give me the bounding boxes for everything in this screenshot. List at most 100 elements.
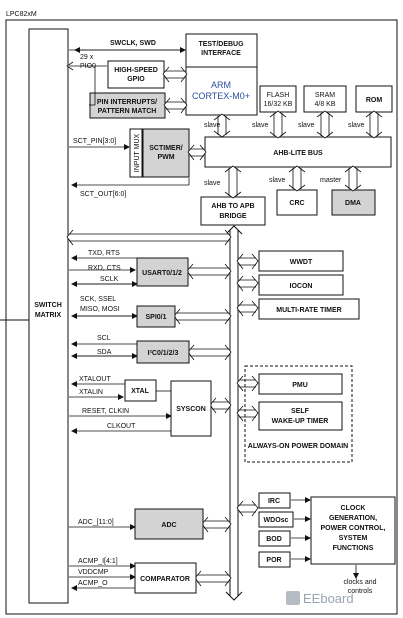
arm-label: ARM bbox=[211, 80, 231, 90]
vddcmp-label: VDDCMP bbox=[78, 569, 109, 576]
slave-label-crc: slave bbox=[269, 177, 285, 184]
switch-matrix-label-2: MATRIX bbox=[35, 312, 62, 319]
spi-label: SPI0/1 bbox=[145, 314, 166, 321]
irc-label: IRC bbox=[268, 498, 280, 505]
clocks-label-1: clocks and bbox=[343, 579, 376, 586]
cortex-label: CORTEX-M0+ bbox=[192, 91, 250, 101]
apb-bridge-block bbox=[200, 196, 266, 226]
always-on-domain bbox=[244, 365, 353, 463]
watermark-text: EEboard bbox=[303, 591, 354, 606]
swclk-label: SWCLK, SWD bbox=[110, 40, 156, 47]
usart-label: USART0/1/2 bbox=[142, 270, 182, 277]
gpio-block bbox=[107, 60, 165, 89]
dma-block bbox=[331, 189, 376, 216]
flash-label: FLASH bbox=[267, 92, 290, 99]
pio0-label-1: 29 x bbox=[80, 54, 94, 61]
flash-block bbox=[259, 85, 297, 113]
i2c-label: I²C0/1/2/3 bbox=[148, 350, 179, 357]
apb-bridge-label-1: AHB TO APB bbox=[211, 203, 254, 210]
self-wakeup-label-2: WAKE-UP TIMER bbox=[272, 418, 329, 425]
clock-gen-label-5: FUNCTIONS bbox=[333, 545, 374, 552]
self-wakeup-block bbox=[258, 401, 343, 431]
irc-block bbox=[258, 492, 291, 509]
slave-label-arm: slave bbox=[204, 122, 220, 129]
miso-label: MISO, MOSI bbox=[80, 306, 120, 313]
syscon-label: SYSCON bbox=[176, 406, 206, 413]
wdosc-label: WDOsc bbox=[264, 517, 289, 524]
syscon-block bbox=[170, 380, 212, 437]
usart-block bbox=[136, 257, 189, 287]
xtal-block bbox=[124, 379, 157, 402]
rom-label: ROM bbox=[366, 97, 383, 104]
switch-matrix-block bbox=[28, 28, 69, 604]
xtal-label: XTAL bbox=[131, 388, 149, 395]
test-debug-label-2: INTERFACE bbox=[201, 50, 241, 57]
mrt-label: MULTI-RATE TIMER bbox=[276, 307, 341, 314]
por-block bbox=[258, 551, 291, 568]
crc-label: CRC bbox=[289, 200, 304, 207]
adc-label: ADC bbox=[161, 522, 176, 529]
sct-out-label: SCT_OUT[6:0] bbox=[80, 191, 126, 198]
xtalin-label: XTALIN bbox=[79, 389, 103, 396]
gpio-label-2: GPIO bbox=[127, 76, 145, 83]
sram-block bbox=[303, 85, 347, 113]
crc-block bbox=[276, 189, 318, 216]
slave-label-bridge: slave bbox=[204, 180, 220, 187]
chip-title: LPC82xM bbox=[6, 11, 37, 18]
comparator-block bbox=[134, 562, 197, 594]
flash-size: 16/32 KB bbox=[264, 101, 293, 108]
sram-label: SRAM bbox=[315, 92, 335, 99]
slave-label-sram: slave bbox=[298, 122, 314, 129]
pmu-label: PMU bbox=[292, 382, 308, 389]
spi-block bbox=[136, 305, 176, 328]
clock-gen-block bbox=[310, 496, 396, 565]
por-label: POR bbox=[266, 557, 281, 564]
xtalout-label: XTALOUT bbox=[79, 376, 111, 383]
watermark-logo-icon bbox=[286, 591, 300, 605]
wwdt-block bbox=[258, 250, 344, 272]
sctimer-label-1: SCTIMER/ bbox=[149, 145, 183, 152]
input-mux-block bbox=[129, 128, 143, 178]
clock-gen-label-3: POWER CONTROL, bbox=[321, 525, 386, 532]
clock-gen-label-4: SYSTEM bbox=[339, 535, 368, 542]
pin-int-label-1: PIN INTERRUPTS/ bbox=[97, 99, 157, 106]
clock-gen-label-1: CLOCK bbox=[341, 505, 366, 512]
input-mux-label: INPUT MUX bbox=[134, 133, 141, 172]
iocon-block bbox=[258, 274, 344, 296]
comparator-label: COMPARATOR bbox=[140, 576, 190, 583]
bod-label: BOD bbox=[266, 536, 282, 543]
sctimer-label-2: PWM bbox=[157, 154, 174, 161]
ahb-bus-label: AHB-LITE BUS bbox=[273, 150, 323, 157]
signal-lines bbox=[69, 47, 190, 591]
reset-clkin-label: RESET, CLKIN bbox=[82, 408, 129, 415]
acmp-input-label: ACMP_I[4:1] bbox=[78, 558, 118, 565]
iocon-label: IOCON bbox=[290, 283, 313, 290]
slave-label-flash: slave bbox=[252, 122, 268, 129]
master-label-dma: master bbox=[320, 177, 342, 184]
sram-size: 4/8 KB bbox=[314, 101, 335, 108]
scl-label: SCL bbox=[97, 335, 111, 342]
wdosc-block bbox=[258, 511, 294, 528]
bod-block bbox=[258, 530, 291, 547]
always-on-label: ALWAYS-ON POWER DOMAIN bbox=[248, 443, 348, 450]
apb-bridge-label-2: BRIDGE bbox=[219, 213, 247, 220]
pio0-label-2: PIO0 bbox=[80, 63, 96, 70]
dma-label: DMA bbox=[345, 200, 361, 207]
sck-label: SCK, SSEL bbox=[80, 296, 116, 303]
ahb-bus-block bbox=[204, 136, 392, 168]
self-wakeup-label-1: SELF bbox=[291, 408, 310, 415]
adc-block bbox=[134, 508, 204, 540]
sclk-label: SCLK bbox=[100, 276, 119, 283]
mrt-block bbox=[258, 298, 360, 320]
switch-matrix-label-1: SWITCH bbox=[34, 302, 62, 309]
pmu-block bbox=[258, 373, 343, 395]
adc-input-label: ADC_[11:0] bbox=[78, 519, 114, 526]
sctimer-block bbox=[142, 128, 190, 178]
txd-label: TXD, RTS bbox=[88, 250, 120, 257]
clkout-label: CLKOUT bbox=[107, 423, 136, 430]
sda-label: SDA bbox=[97, 349, 112, 356]
clocks-label-2: controls bbox=[348, 588, 373, 595]
chip-outline bbox=[5, 19, 398, 615]
